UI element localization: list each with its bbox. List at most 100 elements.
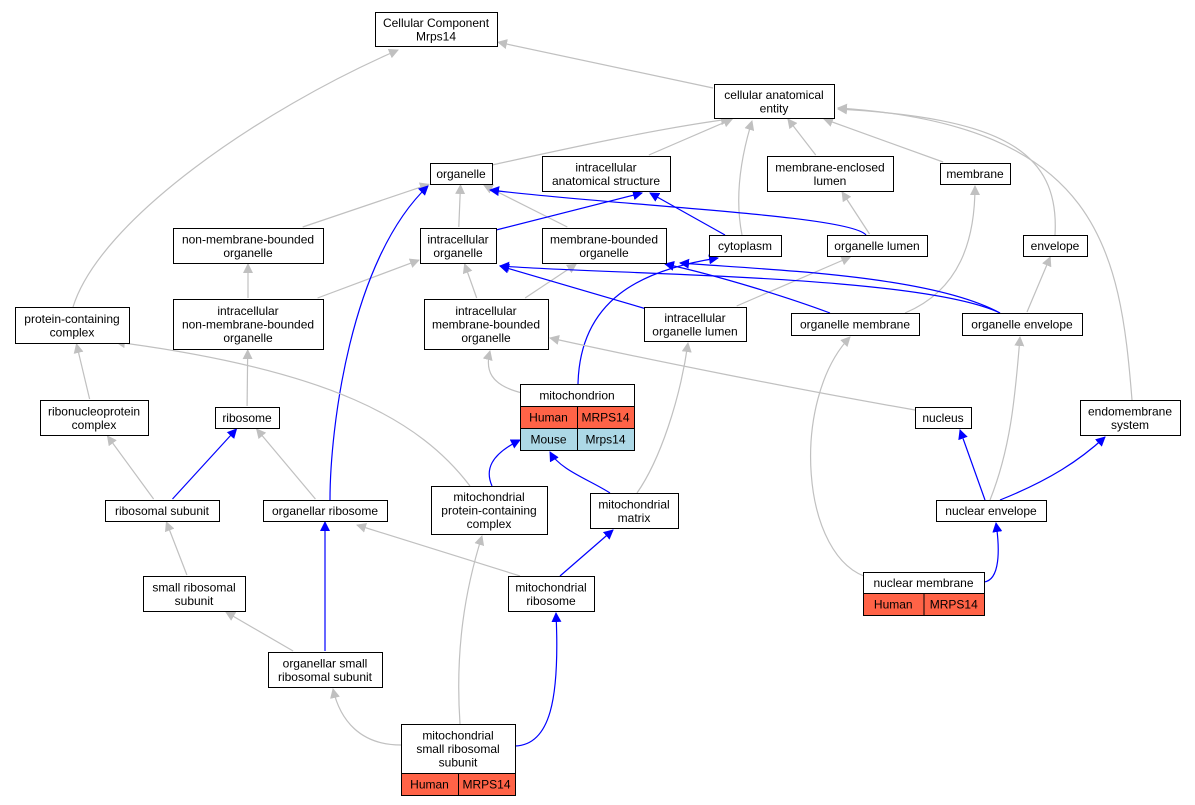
node-label-line: organelle [436, 167, 486, 181]
node-label-line: nuclear envelope [945, 504, 1037, 518]
node-label-line: organelle [433, 246, 483, 260]
node-label-line: Mrps14 [416, 29, 456, 43]
node-box [1023, 235, 1088, 257]
node-box [542, 228, 667, 264]
node-label-line: envelope [1031, 239, 1080, 253]
edge-nenv-to-nucleus [958, 429, 986, 501]
node-label-line: intracellular [427, 232, 488, 246]
node-label-line: organelle [223, 246, 273, 260]
node-orib[interactable]: organellar ribosome [263, 500, 388, 522]
node-omem[interactable]: organelle membrane [791, 313, 920, 336]
edge-oenv-to-mbo [679, 258, 1001, 314]
edge-orib-to-organelle [329, 185, 429, 501]
edge-mito-to-imbo [482, 350, 523, 394]
node-box [268, 652, 383, 688]
node-olumen[interactable]: organelle lumen [827, 235, 928, 257]
node-label-line: mitochondrial [515, 580, 586, 594]
node-label-line: non-membrane-bounded [182, 318, 314, 332]
node-nenv[interactable]: nuclear envelope [936, 500, 1047, 522]
gene-cell [577, 428, 635, 451]
edge-io-to-ias [495, 190, 643, 231]
node-box [105, 500, 220, 522]
node-box [15, 307, 130, 344]
node-label-line: organellar small [283, 656, 368, 670]
node-box [714, 84, 835, 119]
edge-membrane-to-cae [822, 117, 944, 163]
node-box [173, 299, 324, 350]
edge-orib-to-ribosome [255, 428, 316, 500]
edge-io-to-organelle [455, 184, 466, 228]
edge-oenv-to-io [499, 261, 1001, 314]
node-label-line: organelle [461, 331, 511, 345]
species-label: Human [529, 411, 568, 425]
node-label-line: system [1111, 418, 1149, 432]
node-nucleus[interactable]: nucleus [915, 407, 972, 429]
edge-cae-to-cc [497, 39, 714, 89]
node-label-line: nucleus [922, 411, 963, 425]
node-label-line: ribosome [222, 411, 272, 425]
node-label-line: cellular anatomical [724, 88, 823, 102]
node-box [431, 486, 548, 535]
edge-layer [72, 39, 1133, 747]
node-label-line: membrane [946, 167, 1004, 181]
node-label-line: organelle lumen [834, 239, 919, 253]
edge-nenv-to-endo [999, 436, 1106, 501]
node-label-line: intracellular [664, 311, 725, 325]
node-box [791, 313, 920, 336]
node-box [430, 163, 493, 185]
edge-srs-to-rsub [164, 521, 188, 576]
gene-cell [458, 773, 516, 796]
node-envelope[interactable]: envelope [1023, 235, 1088, 257]
edge-cytoplasm-to-ias [649, 192, 726, 236]
node-oenv[interactable]: organelle envelope [962, 313, 1083, 336]
edge-rnp-to-pcc [73, 343, 91, 400]
node-box [709, 235, 782, 257]
node-box [508, 576, 595, 612]
node-label-line: ribosomal subunit [115, 504, 210, 518]
edge-mpcc-to-mito [488, 439, 521, 487]
node-label-line: nuclear membrane [873, 576, 973, 590]
gene-symbol: MRPS14 [930, 598, 978, 612]
node-label-line: protein-containing [441, 504, 536, 518]
edge-imbo-to-io [462, 263, 478, 299]
node-inmbo[interactable]: intracellularnon-membrane-boundedorganel… [173, 299, 324, 350]
edge-mel-to-cae [787, 118, 817, 156]
edge-rsub-to-ribosome [172, 428, 238, 500]
node-ribosome[interactable]: ribosome [215, 407, 280, 429]
edge-inmbo-to-io [317, 258, 420, 299]
node-box [263, 500, 388, 522]
node-rsub[interactable]: ribosomal subunit [105, 500, 220, 522]
edge-msrs-to-mrib [514, 612, 562, 747]
node-label-line: complex [72, 418, 117, 432]
node-box [215, 407, 280, 429]
node-box [542, 156, 671, 192]
node-membrane[interactable]: membrane [940, 163, 1011, 185]
species-label: Mouse [530, 433, 566, 447]
node-box [827, 235, 928, 257]
node-cytoplasm[interactable]: cytoplasm [709, 235, 782, 257]
node-organelle[interactable]: organelle [430, 163, 493, 185]
edge-iol-to-io [499, 263, 651, 311]
node-label-line: organelle lumen [652, 324, 737, 338]
